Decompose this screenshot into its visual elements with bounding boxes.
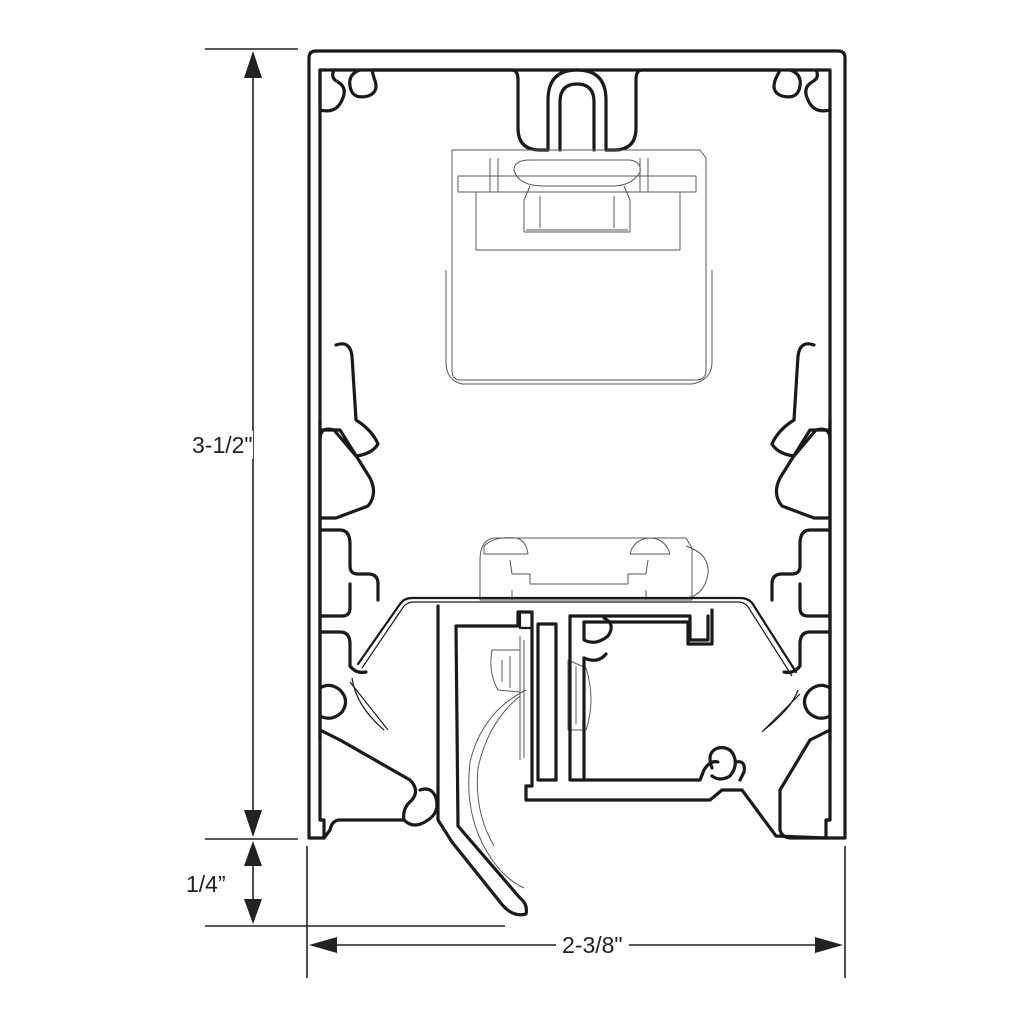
housing-top-profile [318, 68, 832, 152]
housing-left-wall-features [318, 342, 439, 840]
arrow-down-icon [244, 810, 262, 837]
led-lens [468, 636, 592, 889]
dimension-lines [205, 48, 846, 978]
arrow-right-icon [815, 937, 843, 953]
housing-outer-wall [307, 49, 847, 840]
arrow-left-icon [309, 937, 337, 953]
lens-carrier-bracket [349, 596, 801, 733]
led-driver-housing [445, 149, 713, 385]
arrow-down-icon [244, 899, 262, 924]
mounting-clip [479, 537, 709, 601]
optic-chamber-right [568, 608, 828, 840]
arrow-up-icon [244, 841, 262, 866]
housing-right-wall-features [770, 342, 832, 840]
lens-drop-dimension-label: 1/4” [186, 870, 226, 898]
width-dimension-label: 2-3/8" [556, 931, 629, 959]
optic-frame-left [436, 604, 578, 917]
arrow-up-icon [244, 51, 262, 78]
height-dimension-label: 3-1/2" [192, 431, 253, 459]
